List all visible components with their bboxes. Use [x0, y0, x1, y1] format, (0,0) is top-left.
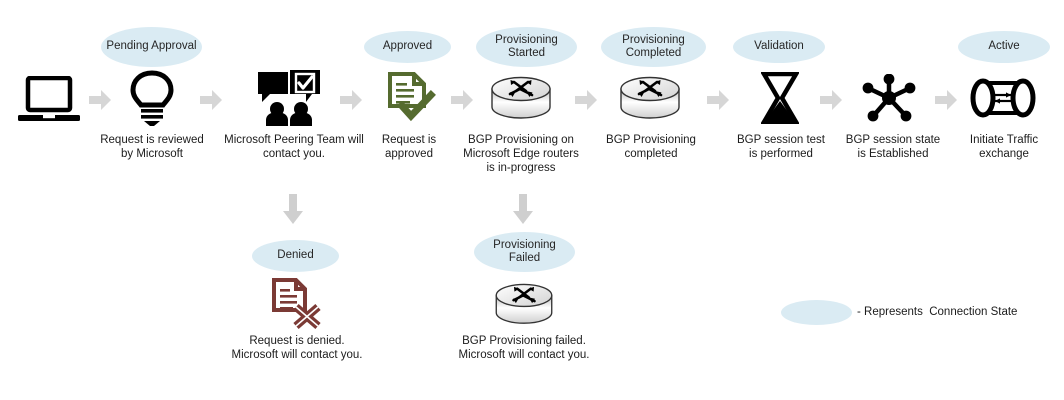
flow-arrow-icon [340, 90, 362, 110]
flow-arrow-icon [820, 90, 842, 110]
state-pill-label: Provisioning Started [495, 33, 558, 60]
people-chat-icon [256, 68, 322, 131]
router-icon [490, 76, 552, 127]
state-pill-pending-approval: Pending Approval [101, 27, 202, 67]
state-pill-label: Active [988, 40, 1020, 53]
caption-active: Initiate Traffic exchange [969, 134, 1039, 160]
caption-validation: BGP session test is performed [737, 134, 825, 160]
flow-arrow-icon [89, 90, 111, 110]
state-pill-label: Validation [754, 40, 804, 53]
state-pill-label: Approved [382, 40, 433, 53]
caption-provisioning-failed: BGP Provisioning failed. Microsoft will … [458, 335, 590, 361]
denied-document-icon [270, 278, 324, 335]
caption-provisioning-started: BGP Provisioning on Microsoft Edge route… [463, 134, 579, 174]
hourglass-icon [760, 71, 800, 129]
branch-arrow-icon [283, 194, 303, 224]
flow-arrow-icon [575, 90, 597, 110]
caption-provisioning-completed: BGP Provisioning completed [606, 134, 696, 160]
state-pill-provisioning-started: Provisioning Started [476, 27, 577, 67]
state-pill-denied: Denied [252, 240, 339, 272]
laptop-icon [18, 75, 80, 129]
legend-swatch [781, 300, 852, 325]
caption-peering-team-contact: Microsoft Peering Team will contact you. [224, 134, 364, 160]
flow-arrow-icon [707, 90, 729, 110]
flow-arrow-icon [935, 90, 957, 110]
approved-document-icon [386, 72, 438, 129]
branch-arrow-icon [513, 194, 533, 224]
state-pill-provisioning-completed: Provisioning Completed [601, 27, 706, 67]
state-pill-active: Active [958, 31, 1050, 63]
state-pill-label: Provisioning Failed [493, 238, 556, 265]
lightbulb-icon [128, 70, 176, 131]
flow-arrow-icon [451, 90, 473, 110]
state-pill-validation: Validation [733, 31, 825, 63]
traffic-exchange-icon [970, 74, 1036, 127]
router-icon [619, 76, 681, 127]
state-pill-label: Provisioning Completed [622, 33, 685, 60]
state-pill-label: Pending Approval [106, 40, 197, 53]
caption-approved: Request is approved [381, 134, 437, 160]
caption-pending-approval: Request is reviewed by Microsoft [100, 134, 204, 160]
state-pill-approved: Approved [364, 31, 451, 63]
caption-session-established: BGP session state is Established [845, 134, 941, 160]
caption-denied: Request is denied. Microsoft will contac… [231, 335, 363, 361]
network-hub-icon [862, 73, 916, 127]
state-pill-label: Denied [277, 249, 314, 262]
flow-arrow-icon [200, 90, 222, 110]
legend-label: - Represents Connection State [857, 306, 1018, 318]
state-pill-provisioning-failed: Provisioning Failed [474, 232, 575, 272]
router-icon [494, 283, 554, 332]
